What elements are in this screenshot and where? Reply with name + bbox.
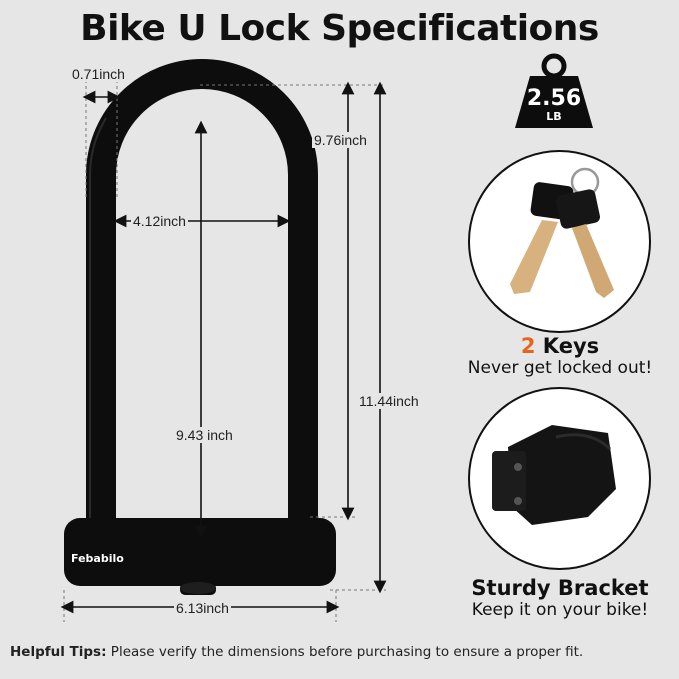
weight-label: 2.56 LB bbox=[519, 83, 589, 123]
bracket-title: Sturdy Bracket bbox=[471, 576, 649, 600]
tips-text: Please verify the dimensions before purc… bbox=[110, 644, 584, 660]
dim-inner-height: 9.76inch bbox=[312, 132, 369, 148]
bracket-icon bbox=[492, 425, 630, 525]
dim-total-width: 6.13inch bbox=[174, 600, 231, 616]
dim-inner-width: 4.12inch bbox=[131, 213, 188, 229]
weight-value: 2.56 bbox=[526, 86, 582, 111]
page-title: Bike U Lock Specifications bbox=[80, 8, 599, 49]
dim-shackle-inner: 9.43 inch bbox=[174, 427, 235, 443]
brand-logo: Febabilo bbox=[71, 552, 124, 565]
keys-label: Keys bbox=[542, 334, 600, 358]
dim-total-height: 11.44inch bbox=[357, 393, 421, 409]
crossbar bbox=[64, 518, 336, 586]
keys-count: 2 bbox=[520, 334, 536, 358]
keys-caption: 2 Keys Never get locked out! bbox=[440, 334, 679, 378]
weight-unit: LB bbox=[546, 110, 562, 123]
keys-image bbox=[468, 150, 651, 333]
bracket-subtitle: Keep it on your bike! bbox=[471, 600, 649, 620]
dim-shackle-thickness: 0.71inch bbox=[70, 66, 127, 82]
keys-subtitle: Never get locked out! bbox=[467, 358, 653, 378]
tips-label: Helpful Tips: bbox=[10, 644, 107, 660]
shackle bbox=[86, 59, 318, 525]
bracket-image bbox=[468, 387, 651, 570]
weight-icon bbox=[515, 53, 593, 128]
helpful-tips: Helpful Tips: Please verify the dimensio… bbox=[10, 644, 679, 660]
bracket-caption: Sturdy Bracket Keep it on your bike! bbox=[440, 576, 679, 620]
keys-icon bbox=[510, 167, 614, 298]
